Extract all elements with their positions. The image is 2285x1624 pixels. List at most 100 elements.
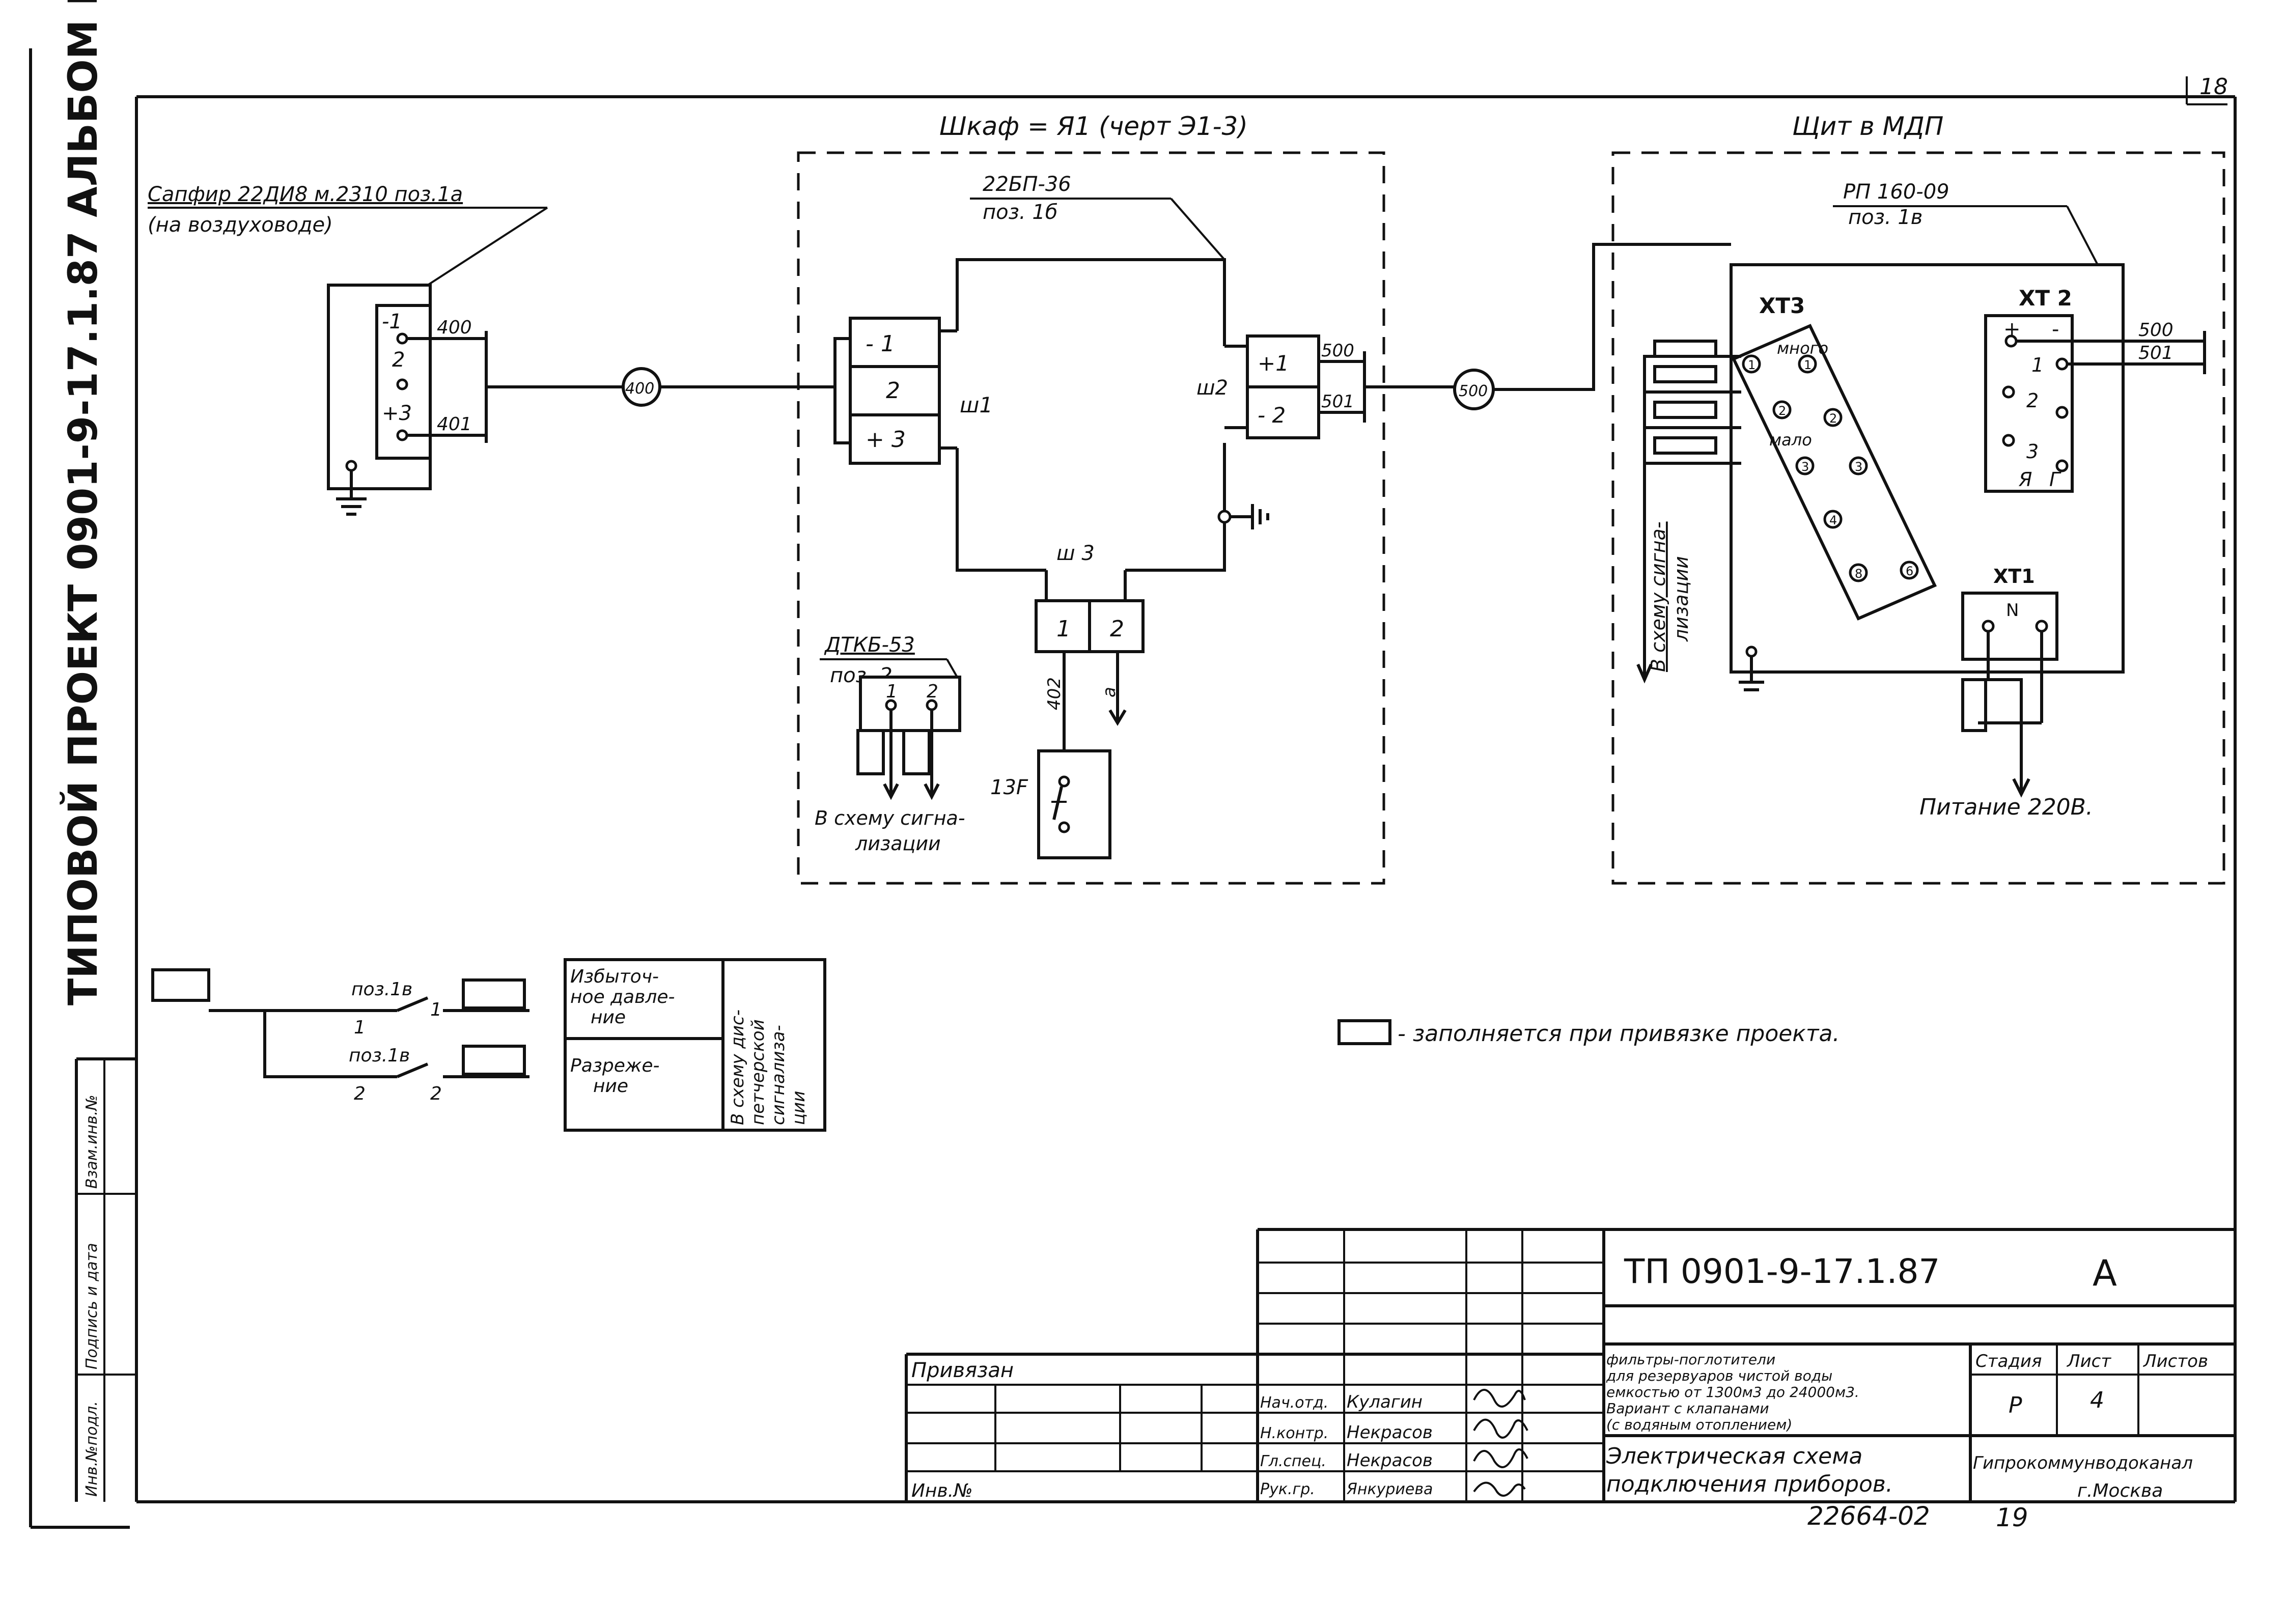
- xt2-letter-1: Я: [2018, 468, 2032, 491]
- title-letter: А: [2093, 1252, 2117, 1294]
- w3-label: ш 3: [1056, 542, 1095, 565]
- num1-left: 1: [354, 1017, 366, 1038]
- w2-wire-501: 501: [1321, 391, 1354, 412]
- sensor-terminal-1: -1: [382, 310, 402, 333]
- xt2-wire-500: 500: [2138, 320, 2173, 341]
- cell-disp-2: петчерской: [748, 1019, 768, 1125]
- cable-tag-400: 400: [625, 380, 654, 398]
- cell-disp-1: В схему дис-: [728, 1010, 748, 1125]
- sensor-wire-400: 400: [437, 317, 472, 338]
- xt3-c6: 6: [1906, 564, 1913, 578]
- desc-1: фильтры-поглотители: [1606, 1351, 1775, 1368]
- sensor-terminal-3: +3: [382, 402, 412, 425]
- xt2-num-2: 2: [2026, 389, 2039, 412]
- sensor-wire-401: 401: [437, 414, 472, 435]
- title-block: ТП 0901-9-17.1.87 А Привязан Инв.№ Нач.о…: [905, 1228, 2235, 1502]
- cell-disp-4: ции: [789, 1091, 809, 1125]
- xt3-many: много: [1777, 339, 1828, 358]
- title-code: ТП 0901-9-17.1.87: [1624, 1252, 1940, 1291]
- side-cell-sign-date: Подпись и дата: [83, 1243, 101, 1370]
- desc-5: (с водяным отоплением): [1606, 1416, 1792, 1433]
- psu-label-1: 22БП-36: [983, 173, 1071, 196]
- contacts-block: поз.1в 1 1 поз.1в 2 2 Избыточ- ное давле…: [151, 958, 826, 1132]
- dtkb-label-1: ДТКБ-53: [824, 633, 915, 657]
- w1-terminal-1: - 1: [866, 331, 895, 357]
- desc-4: Вариант с клапанами: [1606, 1400, 1769, 1417]
- side-stamp: ТИПОВОЙ ПРОЕКТ 0901-9-17.1.87 АЛЬБОМ II …: [60, 0, 136, 1502]
- xt1-label: ХТ1: [1993, 565, 2035, 587]
- desc-3: емкостью от 1300м3 до 24000м3.: [1606, 1384, 1859, 1401]
- w3-terminal-2: 2: [1110, 616, 1124, 642]
- dtkb-terminal-2: 2: [927, 681, 938, 702]
- name-3: Некрасов: [1347, 1450, 1433, 1471]
- panel-title: Щит в МДП: [1792, 111, 1943, 141]
- sheets-label: Листов: [2142, 1351, 2208, 1371]
- name-2: Некрасов: [1347, 1422, 1433, 1443]
- side-cell-replace: Взам.инв.№: [83, 1095, 101, 1189]
- cell-vac-1: Разреже-: [570, 1055, 659, 1076]
- wire-402: 402: [1044, 677, 1065, 710]
- role-1: Нач.отд.: [1260, 1394, 1328, 1412]
- org-1: Гипрокоммунводоканал: [1973, 1453, 2193, 1473]
- w2-wire-500: 500: [1321, 341, 1354, 361]
- w1-terminal-3: + 3: [866, 427, 906, 453]
- xt3-c1a: 1: [1748, 358, 1755, 372]
- bound-label: Привязан: [911, 1359, 1014, 1382]
- xt3-few: мало: [1769, 430, 1812, 450]
- side-cell-inv-orig: Инв.№подл.: [83, 1401, 101, 1497]
- cell-over-1: Избыточ-: [570, 966, 659, 987]
- cell-over-2: ное давле-: [570, 987, 675, 1007]
- xt1-n: N: [2006, 600, 2019, 621]
- w1-label: ш1: [960, 393, 993, 417]
- inv-label: Инв.№: [911, 1480, 973, 1501]
- power-label: Питание 220В.: [1919, 794, 2093, 820]
- page-number: 19: [1996, 1503, 2028, 1532]
- w2-label: ш2: [1196, 376, 1228, 400]
- xt3-label: ХТ3: [1759, 293, 1805, 318]
- cell-disp-3: сигнализа-: [768, 1025, 789, 1125]
- num2-left: 2: [354, 1083, 366, 1104]
- pressure-sensor: Сапфир 22ДИ8 м.2310 поз.1а (на воздухово…: [148, 183, 548, 516]
- legend: - заполняется при привязке проекта.: [1337, 1019, 1840, 1047]
- xt2-letter-2: Г: [2049, 468, 2061, 491]
- w2-terminal-1: +1: [1258, 351, 1289, 376]
- xt2-wire-501: 501: [2138, 343, 2173, 363]
- rp-label-1: РП 160-09: [1843, 180, 1949, 204]
- name-4: Янкуриева: [1346, 1480, 1433, 1498]
- xt2-num-3: 3: [2026, 440, 2039, 463]
- cell-vac-2: ние: [593, 1076, 628, 1097]
- w1-terminal-2: 2: [886, 378, 900, 404]
- xt2-minus: -: [2052, 318, 2059, 341]
- xt3-c4: 4: [1829, 513, 1837, 527]
- role-2: Н.контр.: [1260, 1424, 1328, 1442]
- cell-over-3: ние: [591, 1007, 626, 1028]
- xt3-c1b: 1: [1804, 358, 1812, 372]
- wire-a: а: [1099, 687, 1120, 697]
- role-4: Рук.гр.: [1260, 1480, 1315, 1498]
- num2-right: 2: [430, 1083, 442, 1104]
- pos1-label: поз.1в: [351, 979, 412, 1000]
- frame: [29, 48, 2237, 1529]
- signatures: [1473, 1389, 1528, 1497]
- sheet-value: 4: [2090, 1387, 2104, 1413]
- name-1: Кулагин: [1347, 1392, 1423, 1412]
- xt2-label: ХТ 2: [2019, 286, 2072, 311]
- psu-label-2: поз. 1б: [983, 201, 1057, 224]
- rp-label-2: поз. 1в: [1848, 206, 1922, 229]
- org-2: г.Москва: [2077, 1480, 2163, 1501]
- drawing-title-1: Электрическая схема: [1606, 1443, 1862, 1469]
- stage-value: Р: [2009, 1392, 2022, 1418]
- sensor-label-2: (на воздуховоде): [148, 213, 333, 237]
- sensor-terminal-2: 2: [392, 348, 405, 372]
- dtkb-note-1: В схему сигна-: [815, 807, 965, 829]
- side-stamp-title: ТИПОВОЙ ПРОЕКТ 0901-9-17.1.87 АЛЬБОМ II: [60, 0, 106, 1005]
- xt3-contacts: 1 1 2 2 3 3 4 8 6: [1742, 354, 1919, 582]
- drawing-title-2: подключения приборов.: [1606, 1471, 1893, 1497]
- pos2-label: поз.1в: [349, 1045, 410, 1066]
- xt3-c3b: 3: [1855, 460, 1862, 474]
- stage-label: Стадия: [1975, 1351, 2042, 1371]
- role-3: Гл.спец.: [1260, 1452, 1326, 1470]
- xt2-num-1: 1: [2031, 354, 2044, 376]
- sheet-number: 18: [2199, 74, 2228, 100]
